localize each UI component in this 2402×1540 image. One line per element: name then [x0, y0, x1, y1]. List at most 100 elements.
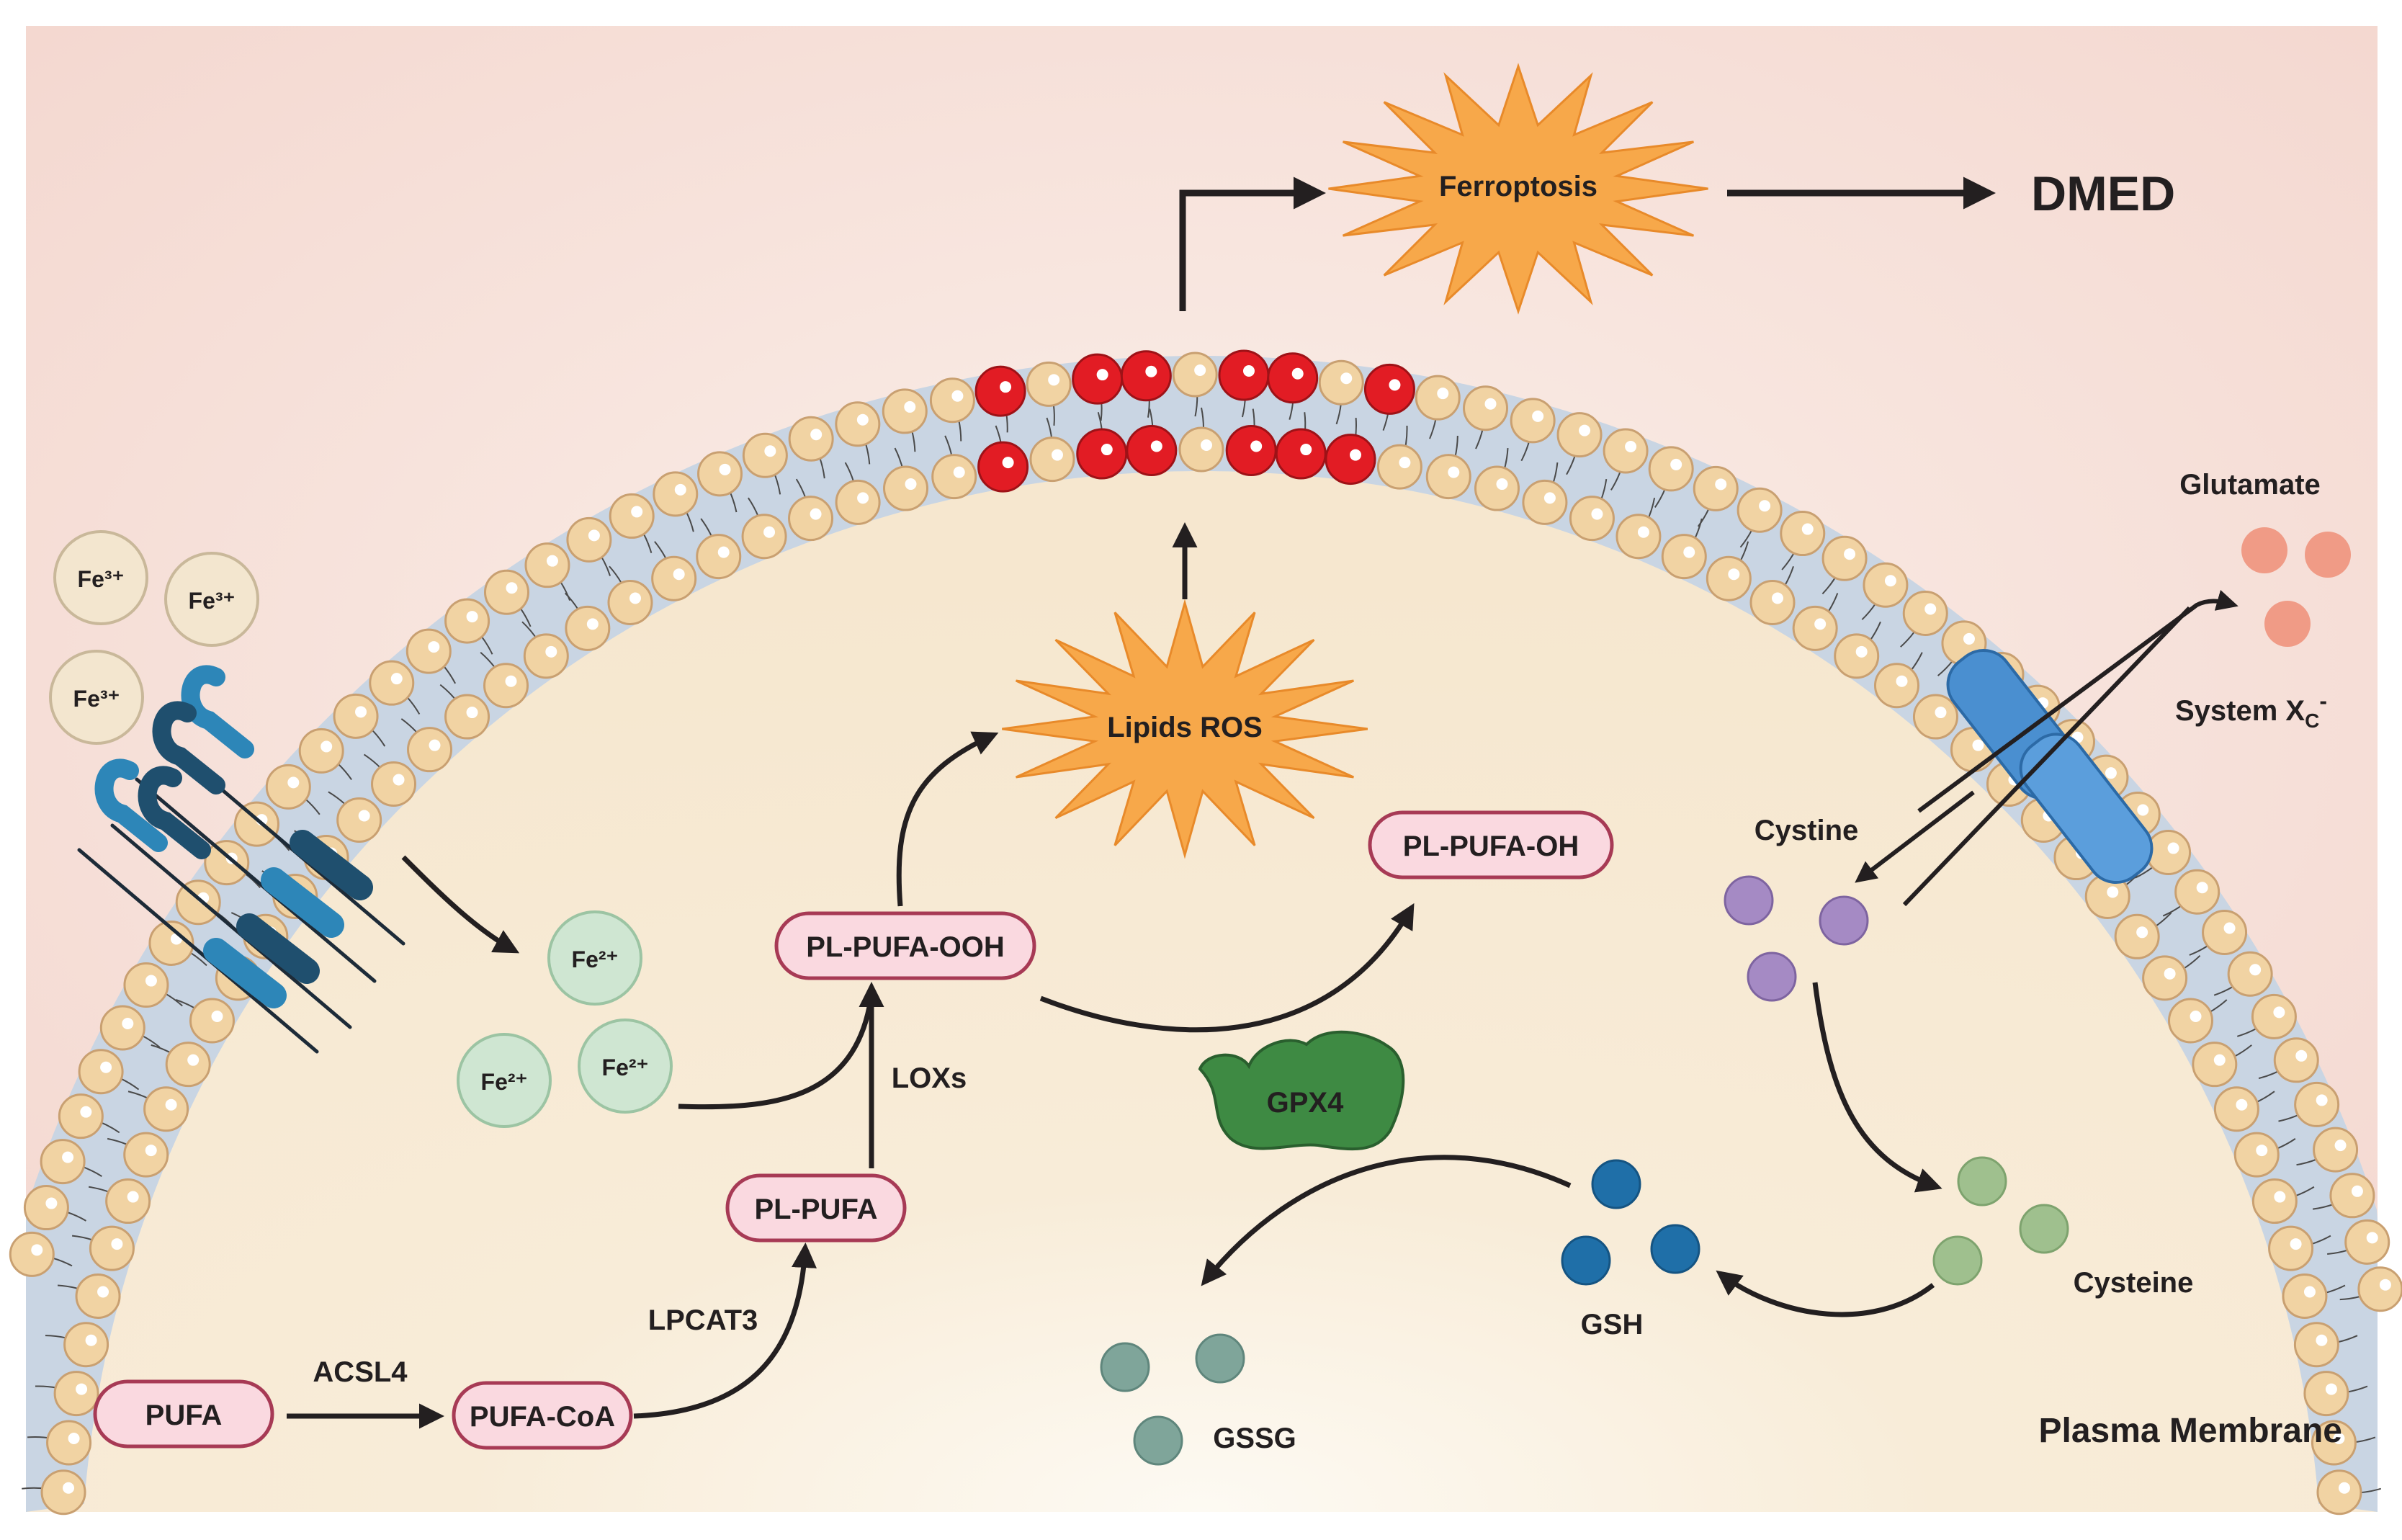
- loxs-label: LOXs: [892, 1062, 967, 1094]
- lipid-head-highlight: [321, 740, 333, 753]
- cystine-molecule: [1724, 875, 1774, 926]
- lipid-head-highlight: [2295, 1049, 2308, 1062]
- lipid-head-highlight: [2351, 1185, 2363, 1197]
- lipid-head: [697, 451, 743, 497]
- lipid-head: [1615, 514, 1662, 560]
- lipid-head: [40, 1139, 86, 1185]
- lipid-head: [148, 920, 194, 966]
- lipid-head: [1706, 555, 1752, 601]
- cysteine-molecule: [1932, 1235, 1983, 1286]
- pufa-coa-label: PUFA-CoA: [470, 1401, 615, 1433]
- lipid-head: [883, 465, 929, 511]
- gpx4-enzyme: [1198, 1030, 1405, 1151]
- lipid-head-highlight: [429, 739, 441, 751]
- receptor-segment: [236, 913, 320, 984]
- lpcat3-label: LPCAT3: [648, 1304, 758, 1336]
- receptor-segment: [135, 777, 377, 983]
- lipid-head: [566, 516, 612, 563]
- glutamate-export-arrow: [1917, 589, 2239, 813]
- lipid-head: [89, 1225, 135, 1271]
- lipid-head-highlight: [2303, 1286, 2316, 1298]
- lipid-head: [788, 416, 834, 462]
- lipid-head: [405, 628, 452, 674]
- oxidized-lipid-head: [1126, 425, 1178, 477]
- lipid-head-highlight: [1000, 381, 1012, 393]
- lipid-head-highlight: [45, 1197, 58, 1209]
- system-xc-label: System XC-: [2175, 688, 2327, 732]
- lipid-head-highlight: [2136, 926, 2148, 939]
- lipid-head-highlight: [358, 810, 370, 822]
- lipid-head-highlight: [100, 1061, 112, 1073]
- oxidized-lipid-head: [1218, 349, 1270, 401]
- lipid-head-highlight: [1048, 374, 1060, 386]
- glutamate-molecule: [2305, 532, 2351, 578]
- lipid-head: [143, 1086, 189, 1132]
- lipid-head: [407, 727, 453, 773]
- lipid-head-highlight: [97, 1286, 109, 1298]
- lipid-head: [204, 840, 250, 886]
- lipid-head-highlight: [2137, 804, 2149, 816]
- gssg-molecule: [1100, 1342, 1150, 1392]
- lipid-head: [1834, 633, 1880, 679]
- lipid-head: [75, 1273, 121, 1320]
- lipid-head: [1425, 454, 1471, 500]
- lipid-head-highlight: [2190, 1011, 2202, 1022]
- lipid-head-highlight: [629, 592, 641, 604]
- lipid-head-highlight: [904, 400, 916, 413]
- pl-pufa-ooh-node: PL-PUFA-OOH: [774, 911, 1036, 980]
- lipid-head-highlight: [1096, 369, 1108, 381]
- lipid-head: [1693, 465, 1739, 511]
- lipid-head: [1792, 605, 1838, 651]
- lipid-head-highlight: [211, 1011, 223, 1022]
- lipid-head: [2227, 951, 2273, 997]
- lipid-head-highlight: [953, 466, 965, 478]
- lipid-head-highlight: [763, 526, 776, 538]
- lipid-head: [788, 496, 834, 542]
- lipid-head-highlight: [857, 492, 869, 504]
- lipid-head-highlight: [1637, 526, 1649, 538]
- lipid-head: [524, 542, 570, 588]
- lipid-head-highlight: [287, 776, 300, 789]
- ferroptosis-label: Ferroptosis: [1439, 171, 1597, 202]
- lipid-head-highlight: [2325, 1383, 2337, 1395]
- membrane-to-ferroptosis-arrow: [1179, 176, 1326, 311]
- glutamate-molecule: [2264, 601, 2311, 647]
- lipid-head: [265, 764, 311, 810]
- lipid-head-highlight: [2366, 1232, 2378, 1244]
- lipid-head: [336, 797, 382, 843]
- lipid-head-highlight: [1759, 500, 1771, 512]
- lipid-head-highlight: [505, 675, 517, 687]
- plpufaooh-to-ros-arrow: [896, 731, 999, 907]
- lipid-head: [123, 1132, 169, 1178]
- lipid-head: [1522, 479, 1568, 525]
- lipid-head: [1474, 465, 1520, 511]
- gsh-label: GSH: [1581, 1309, 1644, 1340]
- pl-pufa-node: PL-PUFA: [725, 1173, 907, 1243]
- lipid-head: [46, 1420, 92, 1466]
- glutamate-label: Glutamate: [2179, 469, 2321, 501]
- lipid-head: [2311, 1420, 2357, 1466]
- lipid-head-highlight: [2379, 1279, 2391, 1291]
- lipid-head-highlight: [390, 673, 403, 685]
- lipid-head: [53, 1371, 99, 1417]
- fe2-label: Fe²⁺: [481, 1069, 528, 1095]
- lipid-head: [1912, 694, 1958, 740]
- lipid-head-highlight: [2316, 1094, 2328, 1106]
- lipid-head-highlight: [810, 508, 822, 520]
- lipid-head: [653, 471, 699, 517]
- lipid-head-highlight: [63, 1482, 75, 1494]
- lipid-head-highlight: [1683, 546, 1695, 558]
- fe3-label: Fe³⁺: [73, 686, 120, 712]
- ferric-iron-group: Fe³⁺ Fe³⁺ Fe³⁺: [49, 530, 259, 745]
- lipid-head: [2174, 869, 2220, 915]
- cystine-entry-arrow: [1855, 790, 1975, 883]
- lipid-head-highlight: [1437, 388, 1449, 400]
- receptor-segment: [77, 848, 319, 1054]
- lipid-head: [165, 1042, 211, 1088]
- lipid-head: [1178, 426, 1224, 473]
- lipid-head: [2142, 955, 2188, 1001]
- acsl4-label: ACSL4: [313, 1356, 408, 1388]
- lipid-head-highlight: [1844, 548, 1856, 560]
- lipid-head: [175, 879, 221, 926]
